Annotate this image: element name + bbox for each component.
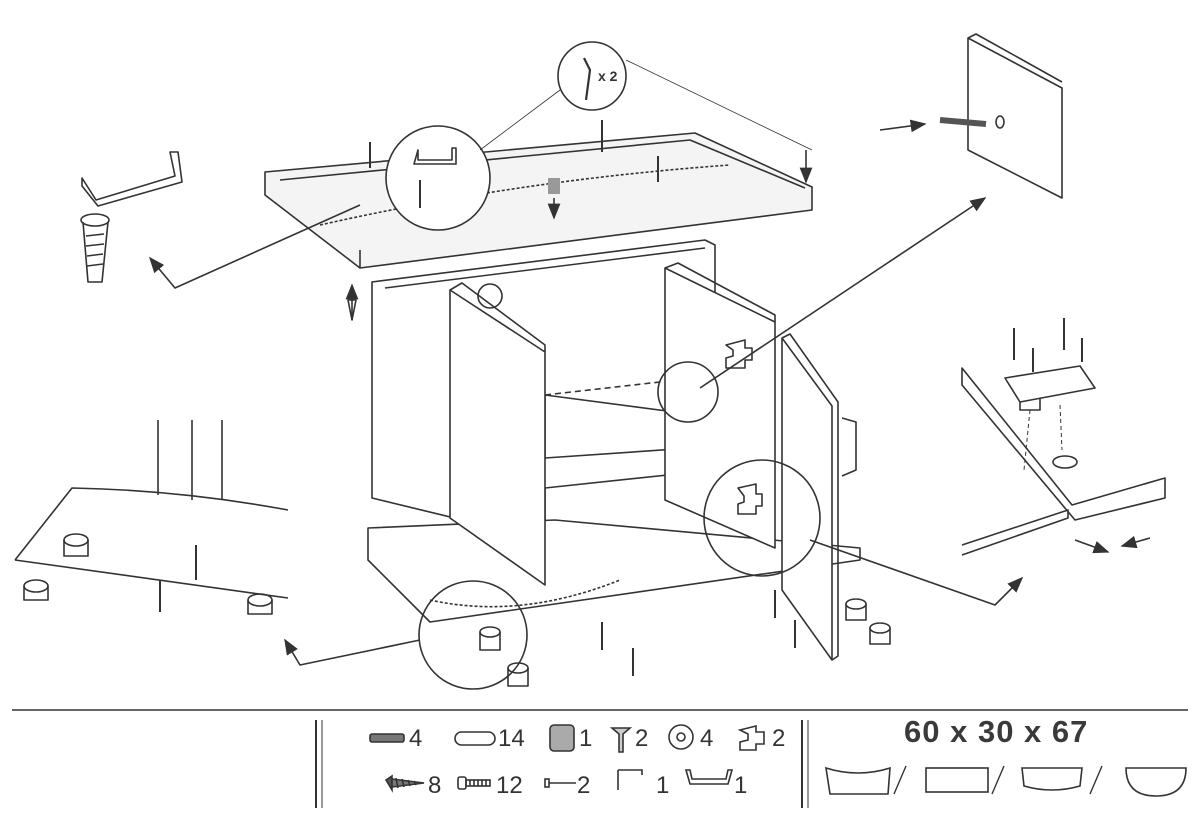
hex-key-count: 1	[656, 772, 670, 799]
dowel-count: 4	[409, 725, 423, 752]
concave-front-shape-icon	[825, 766, 891, 795]
dowel-icon	[369, 733, 405, 743]
hinge-detail	[961, 318, 1166, 556]
top-panel	[264, 120, 813, 321]
cabinet-carcass	[284, 197, 1024, 690]
base-feet-detail	[14, 420, 289, 615]
handle-icon	[684, 769, 734, 785]
wood-screw-count: 8	[428, 772, 442, 799]
plastic-cap-icon	[549, 724, 575, 752]
cam-pin-icon	[454, 731, 496, 746]
hex-key-icon	[617, 769, 643, 790]
shelf-pin-count: 2	[635, 725, 649, 752]
plastic-cap-count: 1	[579, 725, 593, 752]
product-dimensions: 60 x 30 x 67	[904, 714, 1089, 749]
hinge-icon	[737, 724, 765, 751]
short-screw-count: 12	[496, 772, 523, 799]
shelf-pin-icon	[609, 727, 633, 753]
plastic-cap-marker	[548, 178, 560, 194]
callout-cam-pin	[479, 41, 813, 151]
wood-screw-icon	[384, 774, 425, 793]
side-panel-dowel-detail	[879, 33, 1063, 199]
cam-pin-count: 14	[498, 725, 525, 752]
foot-glide-icon	[668, 724, 694, 750]
half-round-shape-icon	[1125, 767, 1187, 797]
short-screw-icon	[457, 776, 491, 790]
nail-count: 2	[577, 772, 591, 799]
foot-glide-count: 4	[700, 725, 714, 752]
convex-front-shape-icon	[1021, 767, 1083, 791]
nail-icon	[544, 778, 576, 788]
multiplier-label: x 2	[598, 68, 618, 84]
rectangular-shape-icon	[925, 767, 989, 793]
hinge-count: 2	[772, 725, 786, 752]
hex-key-screw-detail	[80, 151, 361, 289]
handle-count: 1	[734, 772, 748, 799]
detail-circle-hex-key	[385, 125, 491, 231]
